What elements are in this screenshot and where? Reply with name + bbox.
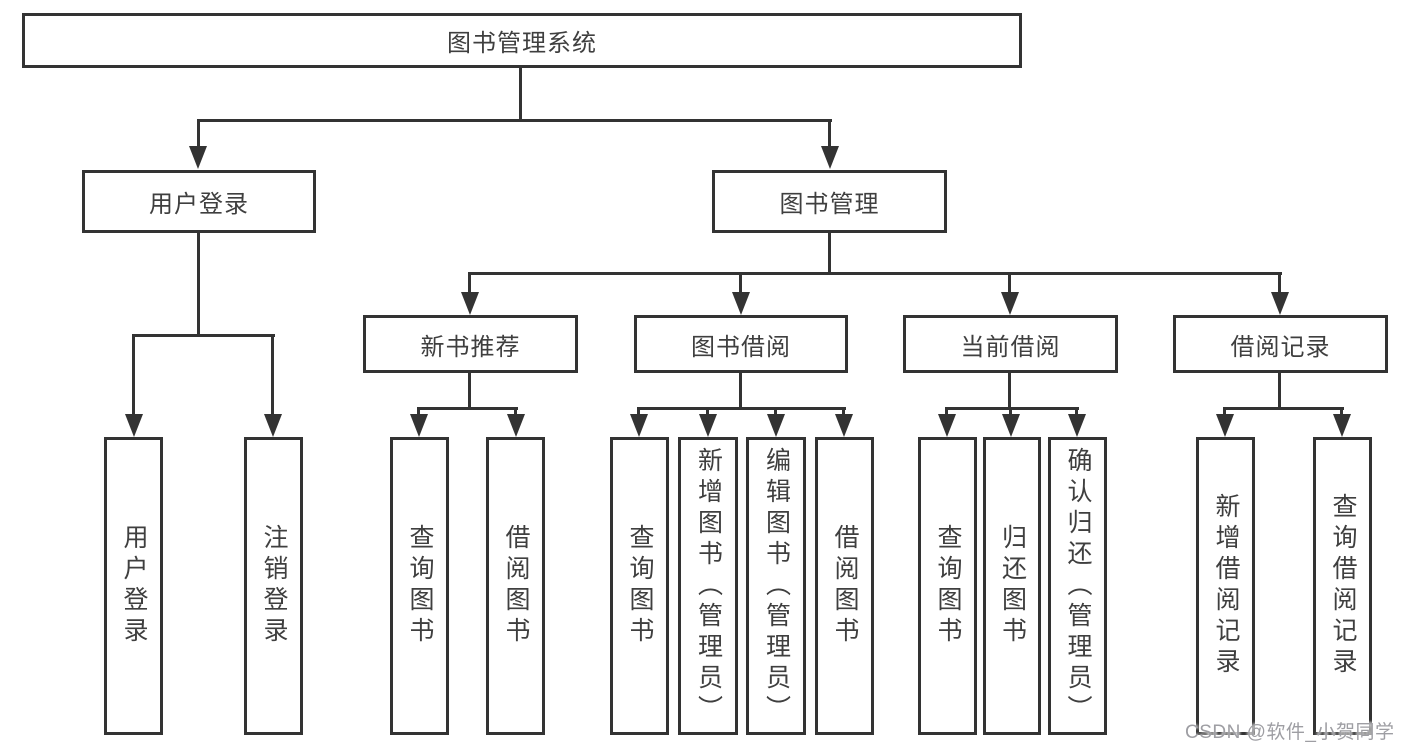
- leaf-user-login: 用户登录: [104, 437, 163, 735]
- node-label: 借阅图书: [502, 524, 530, 648]
- arrowhead-icon: [630, 414, 648, 437]
- leaf-query-books-borrowing: 查询图书: [610, 437, 669, 735]
- node-label: 查询图书: [406, 524, 434, 648]
- leaf-add-books-admin: 新增图书（管理员）: [678, 437, 738, 735]
- connector-line: [197, 119, 832, 122]
- node-label: 图书管理: [779, 191, 880, 218]
- connector-line: [468, 272, 1282, 275]
- connector-line: [271, 334, 274, 415]
- arrowhead-icon: [1216, 414, 1234, 437]
- connector-line: [197, 119, 200, 147]
- connector-line: [468, 272, 471, 293]
- connector-line: [637, 407, 640, 416]
- node-label: 当前借阅: [960, 333, 1061, 361]
- connector-line: [637, 407, 846, 410]
- node-borrowing-records: 借阅记录: [1173, 315, 1388, 373]
- connector-line: [1223, 407, 1344, 410]
- leaf-borrow-books: 借阅图书: [815, 437, 874, 735]
- connector-line: [1340, 407, 1343, 416]
- node-label: 借阅记录: [1230, 333, 1331, 361]
- connector-line: [739, 373, 742, 409]
- node-book-management-branch: 图书管理: [712, 170, 947, 233]
- connector-line: [945, 407, 948, 416]
- arrowhead-icon: [938, 414, 956, 437]
- connector-line: [468, 373, 471, 409]
- connector-line: [519, 68, 522, 121]
- connector-line: [132, 334, 275, 337]
- connector-line: [417, 407, 420, 416]
- connector-line: [828, 119, 831, 147]
- node-user-login-branch: 用户登录: [82, 170, 316, 233]
- connector-line: [739, 272, 742, 293]
- leaf-edit-books-admin: 编辑图书（管理员）: [746, 437, 806, 735]
- node-label: 用户登录: [120, 524, 148, 648]
- node-current-borrowing: 当前借阅: [903, 315, 1118, 373]
- connector-line: [197, 233, 200, 336]
- node-label: 用户登录: [149, 191, 249, 218]
- connector-line: [706, 407, 709, 416]
- node-root-book-management-system: 图书管理系统: [22, 13, 1022, 68]
- connector-line: [1008, 272, 1011, 293]
- arrowhead-icon: [835, 414, 853, 437]
- leaf-borrow-books-recommend: 借阅图书: [486, 437, 545, 735]
- leaf-return-books: 归还图书: [983, 437, 1041, 735]
- connector-line: [828, 233, 831, 274]
- arrowhead-icon: [125, 414, 143, 437]
- leaf-query-books-recommend: 查询图书: [390, 437, 449, 735]
- connector-line: [774, 407, 777, 416]
- node-label: 借阅图书: [831, 524, 859, 648]
- connector-line: [1008, 373, 1011, 409]
- arrowhead-icon: [699, 414, 717, 437]
- node-label: 图书借阅: [691, 333, 791, 361]
- node-new-book-recommendation: 新书推荐: [363, 315, 578, 373]
- connector-line: [1278, 272, 1281, 293]
- arrowhead-icon: [821, 146, 839, 169]
- arrowhead-icon: [767, 414, 785, 437]
- node-label: 归还图书: [998, 524, 1027, 648]
- connector-line: [842, 407, 845, 416]
- arrowhead-icon: [264, 414, 282, 437]
- arrowhead-icon: [1068, 414, 1086, 437]
- leaf-add-borrow-record: 新增借阅记录: [1196, 437, 1255, 735]
- node-book-borrowing: 图书借阅: [634, 315, 848, 373]
- node-label: 新增图书（管理员）: [694, 446, 723, 726]
- connector-line: [1278, 373, 1281, 409]
- leaf-query-books-current: 查询图书: [918, 437, 977, 735]
- connector-line: [514, 407, 517, 416]
- node-label: 编辑图书（管理员）: [762, 446, 791, 726]
- arrowhead-icon: [1001, 292, 1019, 315]
- node-label: 查询借阅记录: [1329, 493, 1357, 679]
- node-label: 新书推荐: [420, 333, 521, 361]
- node-label: 图书管理系统: [447, 30, 597, 57]
- connector-line: [417, 407, 518, 410]
- leaf-query-borrow-record: 查询借阅记录: [1313, 437, 1372, 735]
- connector-line: [945, 407, 1079, 410]
- arrowhead-icon: [189, 146, 207, 169]
- arrowhead-icon: [410, 414, 428, 437]
- connector-line: [1223, 407, 1226, 416]
- csdn-watermark: CSDN @软件_小贺同学: [1185, 722, 1395, 743]
- connector-line: [1009, 407, 1012, 416]
- node-label: 确认归还（管理员）: [1064, 446, 1092, 726]
- node-label: 查询图书: [934, 524, 962, 648]
- node-label: 注销登录: [260, 524, 288, 648]
- arrowhead-icon: [1333, 414, 1351, 437]
- leaf-confirm-return-admin: 确认归还（管理员）: [1048, 437, 1107, 735]
- arrowhead-icon: [1002, 414, 1020, 437]
- node-label: 新增借阅记录: [1212, 493, 1240, 679]
- arrowhead-icon: [461, 292, 479, 315]
- arrowhead-icon: [732, 292, 750, 315]
- leaf-logout: 注销登录: [244, 437, 303, 735]
- connector-line: [1075, 407, 1078, 416]
- arrowhead-icon: [507, 414, 525, 437]
- arrowhead-icon: [1271, 292, 1289, 315]
- node-label: 查询图书: [626, 524, 654, 648]
- connector-line: [132, 334, 135, 415]
